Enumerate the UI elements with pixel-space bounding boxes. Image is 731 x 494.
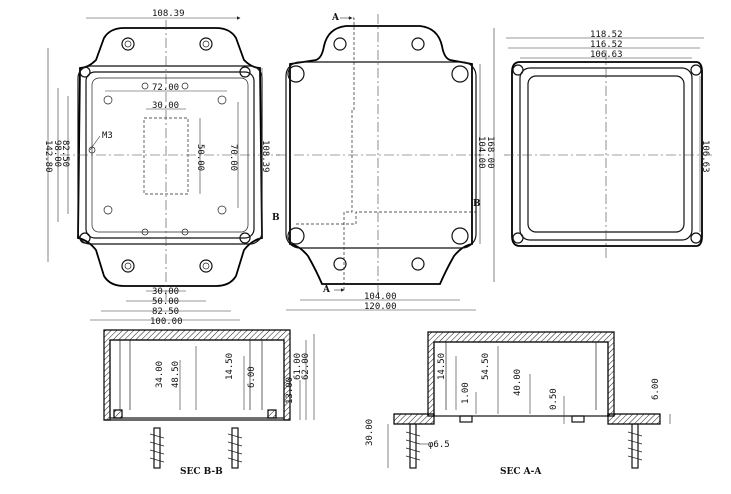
bb-label: SEC B-B [180, 467, 223, 477]
aa-1: 1.00 [461, 382, 471, 404]
dim-108-right: 108.39 [260, 140, 270, 173]
dim-30-top: 30.00 [152, 101, 179, 111]
dim-50v: 50.00 [195, 144, 205, 171]
dim-bottom-50: 50.00 [152, 297, 179, 307]
aa-54: 54.50 [481, 353, 491, 380]
bb-13: 13.00 [285, 377, 295, 404]
section-a-top: A [331, 13, 340, 23]
dim-98: 98.00 [52, 140, 62, 167]
dim-70v: 70.00 [228, 144, 238, 171]
aa-label: SEC A-A [500, 467, 542, 477]
dim-120h: 120.00 [364, 302, 397, 312]
section-bb [103, 329, 315, 469]
right-view [504, 37, 712, 258]
dim-72: 72.00 [152, 83, 179, 93]
section-b-left: B [272, 213, 280, 223]
aa-phi: φ6.5 [428, 440, 450, 450]
aa-14: 14.50 [437, 353, 447, 380]
dim-width-outer: 108.39 [152, 9, 185, 19]
dim-168v: 168.00 [485, 136, 495, 169]
dim-bottom-82: 82.50 [152, 307, 179, 317]
thread-label: M3 [102, 131, 113, 141]
bb-62: 62.00 [301, 353, 311, 380]
dim-106h: 106.63 [590, 50, 623, 60]
dim-104h: 104.00 [364, 292, 397, 302]
dim-106v: 106.63 [700, 140, 710, 173]
dim-82: 82.50 [60, 140, 70, 167]
bb-6: 6.00 [247, 366, 257, 388]
dim-118: 118.52 [590, 30, 623, 40]
top-view [47, 16, 280, 321]
aa-30: 30.00 [365, 419, 375, 446]
aa-40: 40.00 [513, 369, 523, 396]
dim-bottom-100: 100.00 [150, 317, 183, 327]
aa-05: 0.50 [549, 388, 559, 410]
aa-6: 6.00 [651, 378, 661, 400]
bb-61: 61.00 [293, 353, 303, 380]
bb-48: 48.50 [171, 361, 181, 388]
dim-116: 116.52 [590, 40, 623, 50]
section-aa [387, 331, 671, 469]
middle-view [276, 14, 495, 311]
dim-104v: 104.00 [476, 136, 486, 169]
section-a-bottom: A [322, 285, 331, 295]
dim-bottom-30: 30.00 [152, 287, 179, 297]
bb-34: 34.00 [155, 361, 165, 388]
section-b-right: B [473, 199, 481, 209]
dim-142: 142.80 [43, 140, 53, 173]
bb-14: 14.50 [225, 353, 235, 380]
